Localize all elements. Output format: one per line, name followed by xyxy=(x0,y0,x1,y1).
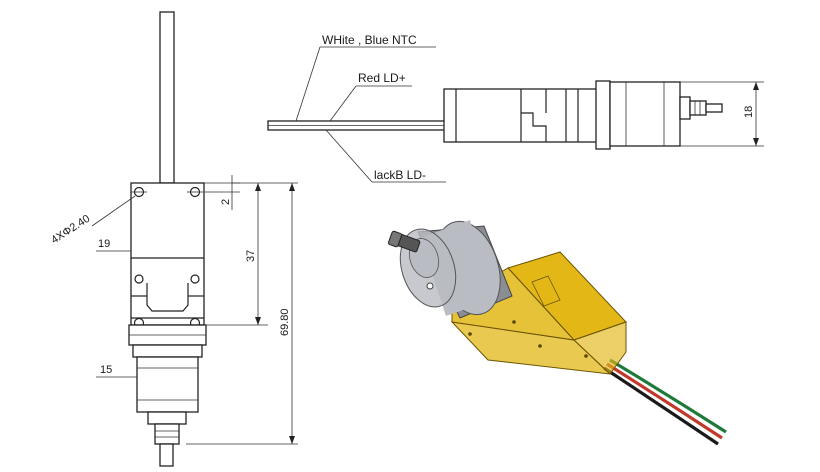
side-view-housing xyxy=(443,88,603,143)
side-view-can xyxy=(609,81,681,147)
render-wire-green xyxy=(609,358,727,434)
label-ld-minus: lackB LD- xyxy=(374,168,426,182)
front-view-can xyxy=(136,356,199,413)
side-view-flange xyxy=(595,80,611,150)
render-wire-black xyxy=(603,366,719,446)
render-wire-red xyxy=(606,362,723,440)
dim-width-19: 19 xyxy=(98,238,110,250)
front-view-housing xyxy=(130,182,205,326)
label-ntc-wires: WHite , Blue NTC xyxy=(322,33,417,47)
label-ld-plus: Red LD+ xyxy=(358,71,406,85)
front-view-nozzle xyxy=(154,423,180,445)
side-view: WHite , Blue NTC Red LD+ lackB LD- 18 xyxy=(267,33,764,183)
dim-hole-diameter: 4XΦ2.40 xyxy=(49,213,92,247)
dim-height-37: 37 xyxy=(245,250,257,262)
side-view-nozzle xyxy=(689,100,707,116)
dim-lower-width-15: 15 xyxy=(100,364,112,376)
front-view: 4XΦ2.40 19 2 37 69.80 15 xyxy=(49,11,298,467)
front-view-cable xyxy=(159,11,175,184)
render-housing-front xyxy=(573,321,627,375)
front-view-slot xyxy=(146,283,189,312)
dim-top-offset: 2 xyxy=(220,199,232,205)
dim-total-69-80: 69.80 xyxy=(279,308,291,336)
render-3d xyxy=(387,220,727,446)
dim-side-height-18: 18 xyxy=(743,106,755,118)
